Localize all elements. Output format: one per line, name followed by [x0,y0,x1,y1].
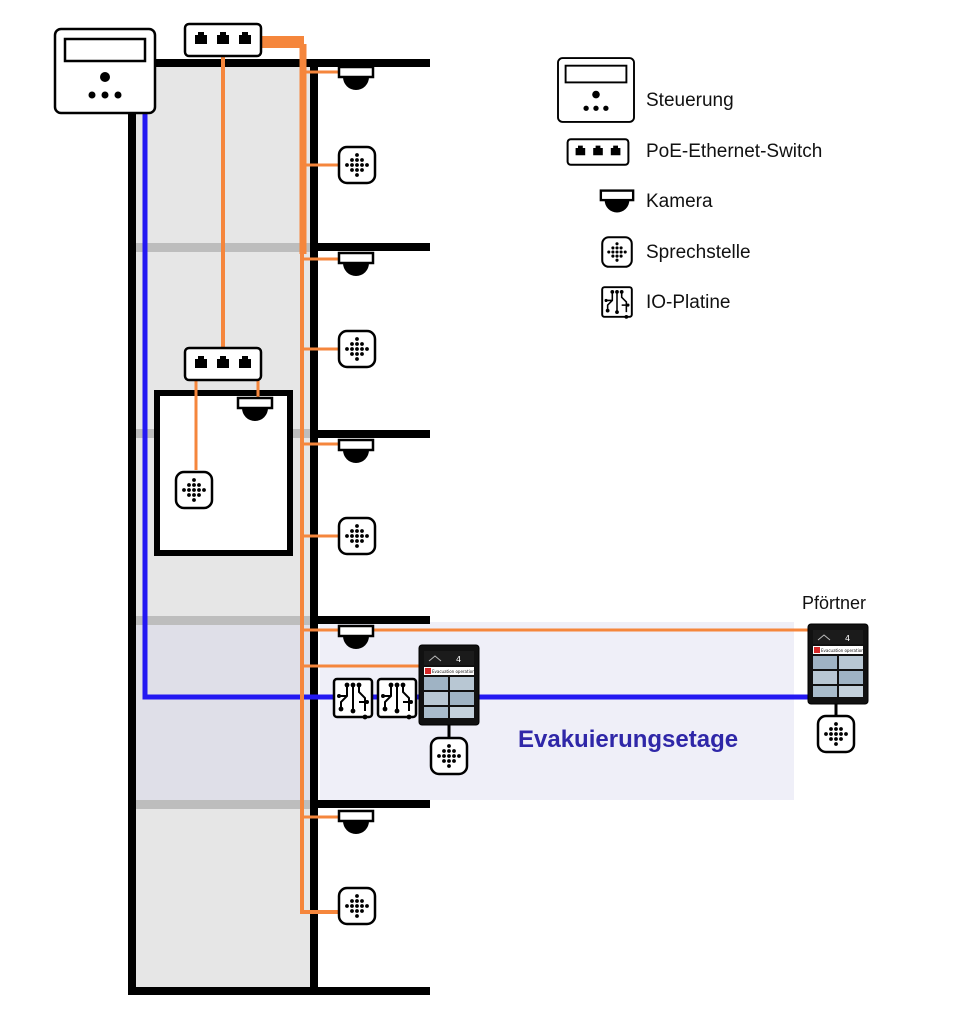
ethernet-lines [194,36,810,914]
floor-display-porter: 4 Evacuation operation [807,623,869,705]
floor-display-evacuation: 4 Evacuation operation [418,644,480,726]
floor-slabs [136,59,430,995]
legend-intercom-icon [601,236,633,268]
evacuation-floor-label: Evakuierungsetage [518,726,738,753]
porter-screen-message: Evacuation operation [821,648,864,653]
car-intercom-symbol [174,470,214,510]
switch-car-symbol [183,346,263,382]
io-board-symbol [376,677,418,721]
signal-wires [447,704,838,738]
controller-symbol [53,27,157,115]
shaft-evacuation-tint [135,622,316,800]
shaft-walls [128,63,318,995]
legend-controller-icon [557,57,635,123]
legend-camera-icon [599,189,635,214]
io-board-symbol [332,677,374,721]
elevator-car [154,390,293,556]
switch-roof-symbol [183,22,263,58]
evacuation-intercom-symbol [429,736,469,776]
legend-camera-label: Kamera [646,191,713,212]
legend-io-board-label: IO-Platine [646,292,730,313]
porter-label: Pförtner [802,593,866,613]
screen-floor-number: 4 [456,655,461,664]
control-bus-line [142,108,808,700]
legend-io-board-icon [601,286,633,320]
legend-controller-label: Steuerung [646,90,734,111]
porter-screen-floor-number: 4 [845,634,850,643]
legend-switch-icon [566,138,630,166]
legend: Steuerung PoE-Ethernet-Switch Kamera Spr… [557,57,822,320]
porter-intercom-symbol [816,714,856,754]
legend-intercom-label: Sprechstelle [646,242,751,263]
screen-message: Evacuation operation [432,669,475,674]
legend-switch-label: PoE-Ethernet-Switch [646,141,822,162]
